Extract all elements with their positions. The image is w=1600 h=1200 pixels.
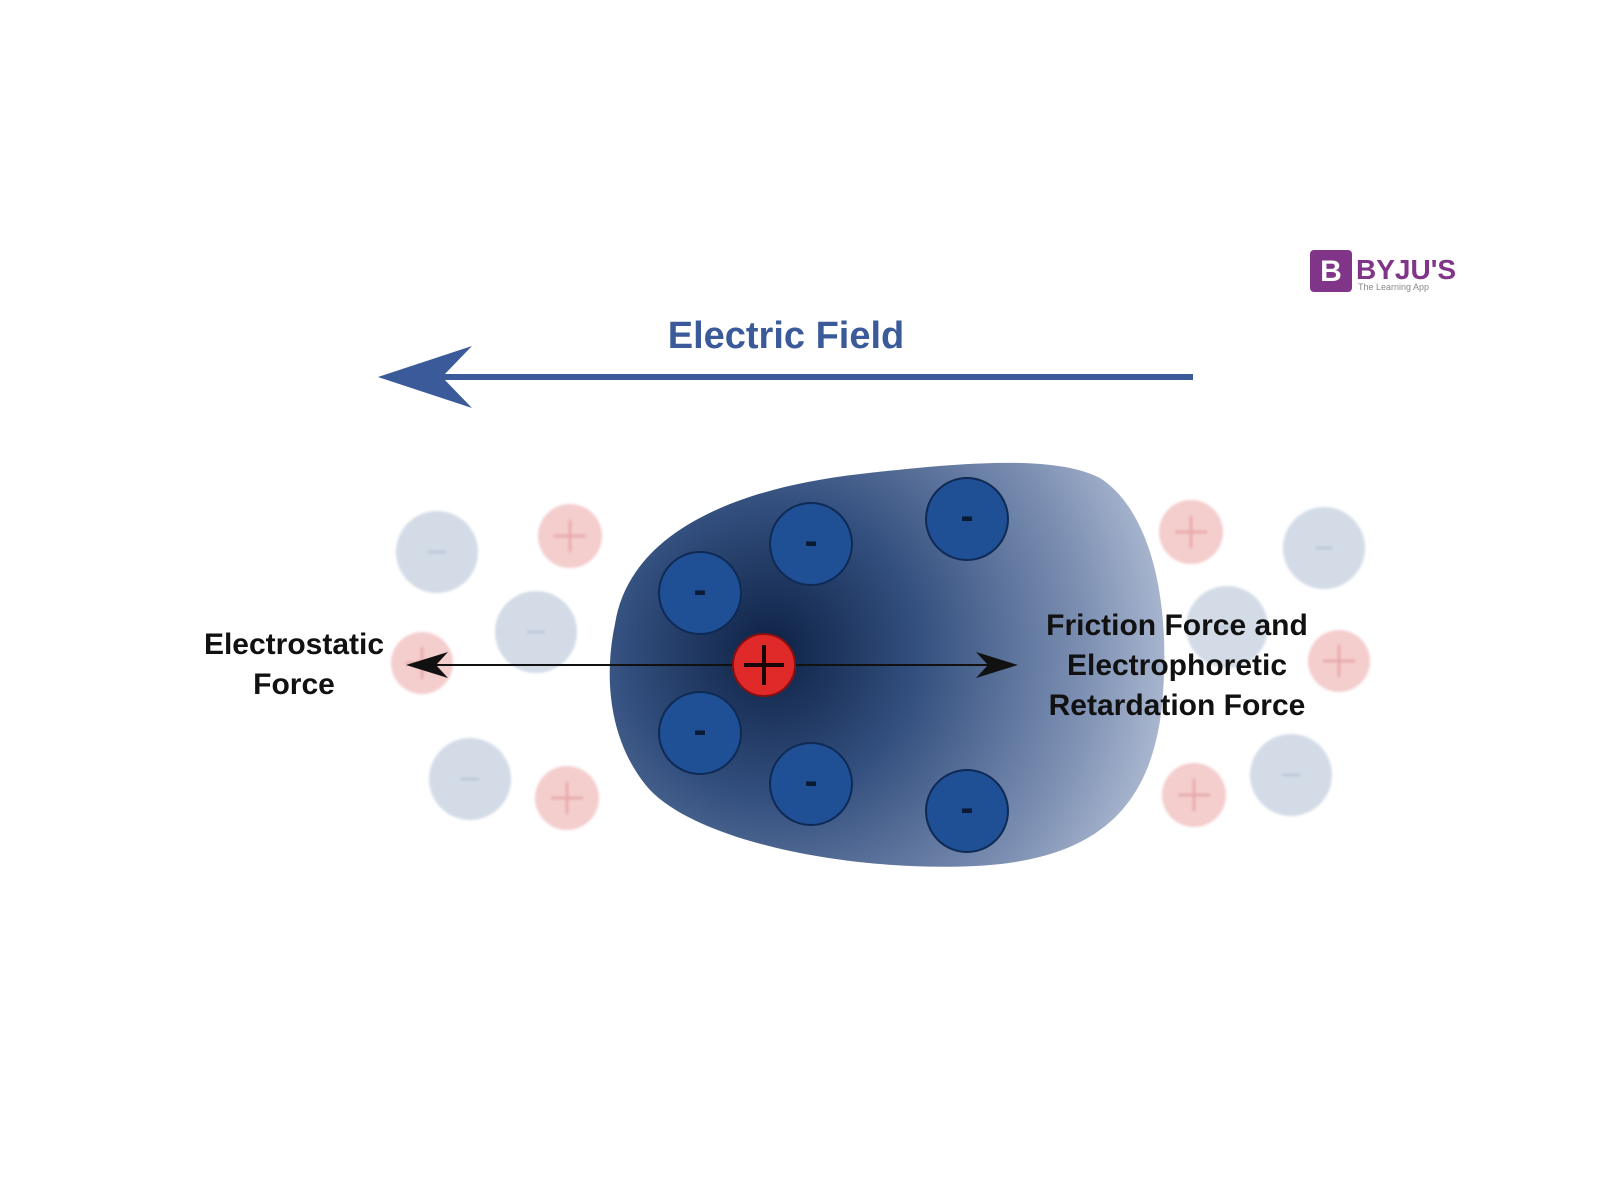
byjus-logo-initial: B (1320, 255, 1342, 288)
svg-text:-: - (693, 572, 706, 610)
svg-text:Electrostatic: Electrostatic (204, 628, 384, 661)
byjus-logo: B BYJU'S The Learning App (1310, 250, 1456, 292)
svg-text:Electrophoretic: Electrophoretic (1067, 649, 1287, 682)
retardation-force-arrowhead (976, 652, 1018, 678)
negative-ion: - (925, 477, 1009, 561)
negative-ion: - (658, 551, 742, 635)
faded-positive-ion (1159, 500, 1223, 564)
electrostatic-force-arrowhead (406, 652, 448, 678)
background-ions-right (1159, 500, 1370, 827)
faded-positive-ion (1308, 630, 1370, 692)
faded-negative-ion (396, 511, 478, 593)
svg-text:Force: Force (253, 668, 335, 701)
svg-text:Retardation Force: Retardation Force (1049, 689, 1306, 722)
faded-positive-ion (1162, 763, 1226, 827)
electric-field-arrow (378, 346, 1193, 408)
byjus-logo-text: BYJU'S (1356, 254, 1456, 285)
electric-field-arrow-head (378, 346, 472, 408)
negative-ion: - (769, 742, 853, 826)
faded-negative-ion (1186, 586, 1268, 668)
faded-negative-ion (1250, 734, 1332, 816)
negative-ion: - (769, 502, 853, 586)
faded-positive-ion (535, 766, 599, 830)
svg-text:-: - (693, 712, 706, 750)
cloud-negative-ions: - - - - - - (658, 477, 1009, 853)
byjus-logo-badge (1310, 250, 1352, 292)
faded-negative-ion (1283, 507, 1365, 589)
svg-text:-: - (804, 523, 817, 561)
byjus-logo-tagline: The Learning App (1358, 282, 1429, 292)
electrostatic-force-label: Electrostatic Force (204, 628, 384, 701)
central-positive-ion (732, 633, 796, 697)
faded-positive-ion (538, 504, 602, 568)
negative-ion: - (925, 769, 1009, 853)
electric-field-label: Electric Field (668, 315, 905, 357)
friction-retardation-force-label: Friction Force and Electrophoretic Retar… (1046, 609, 1308, 722)
svg-text:-: - (960, 790, 973, 828)
svg-text:-: - (804, 763, 817, 801)
negative-ion: - (658, 691, 742, 775)
faded-negative-ion (495, 591, 577, 673)
faded-negative-ion (429, 738, 511, 820)
force-arrows (406, 652, 1018, 678)
svg-text:Friction Force and: Friction Force and (1046, 609, 1308, 642)
svg-text:-: - (960, 498, 973, 536)
